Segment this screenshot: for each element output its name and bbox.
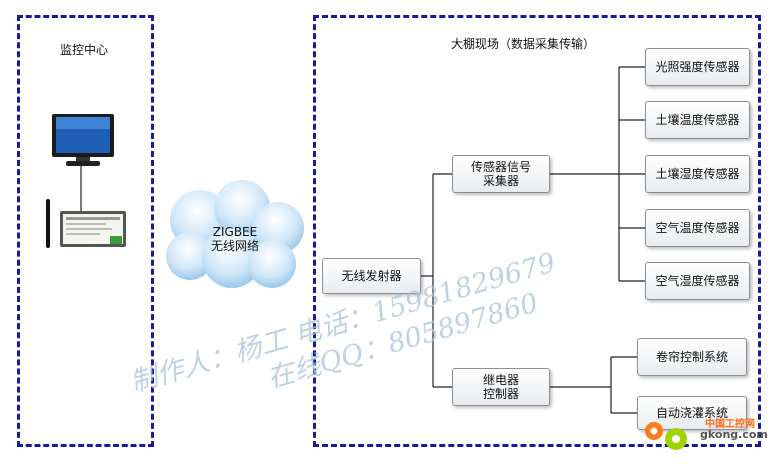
logo-chinese-text: 中国工控网 xyxy=(705,419,755,430)
logo-domain-text: gkong.com xyxy=(700,428,768,441)
sensor-air-temperature: 空气温度传感器 xyxy=(645,209,750,247)
greenhouse-site-title: 大棚现场（数据采集传输） xyxy=(451,37,596,51)
monitoring-center-panel xyxy=(17,15,154,447)
monitoring-center-title: 监控中心 xyxy=(60,43,109,57)
sensor-air-humidity: 空气湿度传感器 xyxy=(645,262,750,300)
control-curtain-system: 卷帘控制系统 xyxy=(637,338,747,376)
zigbee-label: ZIGBEE xyxy=(212,225,258,239)
wireless-network-label: 无线网络 xyxy=(210,239,259,253)
sensor-soil-humidity: 土壤湿度传感器 xyxy=(645,155,750,193)
sensor-collector-node: 传感器信号 采集器 xyxy=(452,155,550,193)
wireless-transmitter-node: 无线发射器 xyxy=(322,258,421,294)
relay-controller-node: 继电器 控制器 xyxy=(452,368,550,406)
zigbee-gateway-icon xyxy=(46,199,126,248)
monitor-icon xyxy=(52,114,114,166)
greenhouse-site-panel xyxy=(313,15,761,447)
gear-logo-icon xyxy=(645,422,687,450)
sensor-light-intensity: 光照强度传感器 xyxy=(645,48,750,86)
sensor-soil-temperature: 土壤温度传感器 xyxy=(645,101,750,139)
cloud-icon xyxy=(166,180,304,288)
zigbee-network-label: ZIGBEE 无线网络 xyxy=(205,225,265,253)
